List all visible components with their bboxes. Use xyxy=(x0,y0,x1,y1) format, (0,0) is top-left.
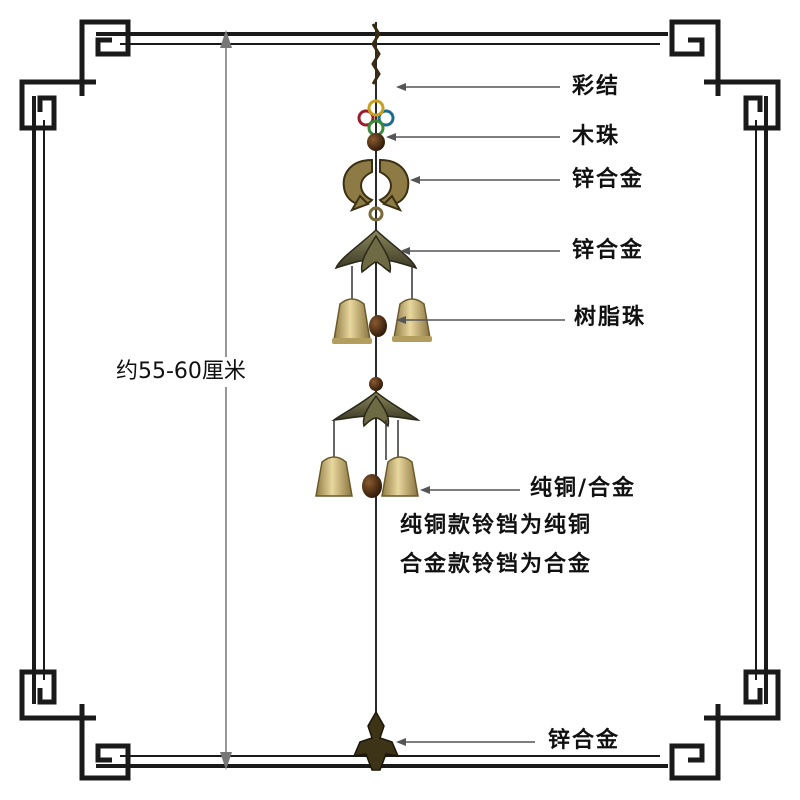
lotus-canopy-2 xyxy=(331,391,421,428)
top-cord-twist xyxy=(371,23,381,85)
label-wood-bead: 木珠 xyxy=(572,124,621,149)
chinese-frame xyxy=(32,32,768,768)
label-resin-bead: 树脂珠 xyxy=(574,305,647,330)
label-arrows xyxy=(386,83,565,746)
lotus-canopy-1 xyxy=(334,228,418,274)
label-bottom: 锌合金 xyxy=(548,728,621,753)
bell-lower-left xyxy=(315,456,353,497)
dimension-line xyxy=(220,30,232,770)
label-fish: 锌合金 xyxy=(572,167,645,192)
corner-ornament-bottom-right xyxy=(669,669,781,781)
label-knot: 彩结 xyxy=(572,74,621,99)
corner-ornament-top-right xyxy=(669,19,781,131)
corner-ornament-bottom-left xyxy=(19,669,131,781)
dimension-label: 约55-60厘米 xyxy=(116,357,246,387)
corner-ornament-top-left xyxy=(19,19,131,131)
resin-bead-upper xyxy=(369,315,387,337)
bottom-ornament xyxy=(352,710,400,771)
twin-fish xyxy=(342,158,410,212)
label-bells-3: 合金款铃铛为合金 xyxy=(400,552,593,577)
label-lotus: 锌合金 xyxy=(572,238,645,263)
fish-ring xyxy=(368,206,384,222)
bell-upper-right xyxy=(392,298,432,342)
bell-lower-right xyxy=(381,456,419,497)
connector-bead xyxy=(369,377,383,391)
label-bells-2: 纯铜款铃铛为纯铜 xyxy=(400,513,593,538)
resin-bead-lower xyxy=(362,474,382,498)
bell-upper-left xyxy=(332,298,372,344)
label-bells-1: 纯铜/合金 xyxy=(530,476,637,501)
wood-bead xyxy=(367,133,385,151)
